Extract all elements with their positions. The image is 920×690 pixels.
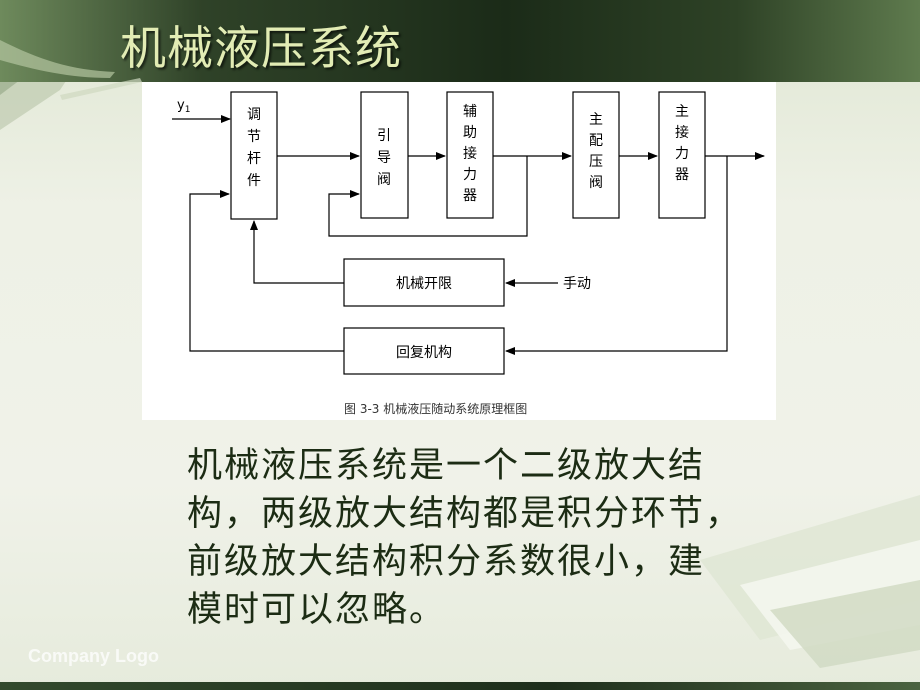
- pen-icon: [0, 40, 142, 100]
- company-logo: Company Logo: [28, 646, 159, 666]
- block-main-servo-label: 主接力器: [675, 104, 689, 183]
- body-line: 前级放大结构积分系数很小，建: [187, 542, 706, 582]
- block-main-valve-label: 主配压阀: [589, 112, 603, 191]
- block-pilot-valve: [360, 91, 409, 219]
- block-diagram: y1 调节杆件 引导阀 辅助接力器 主配压阀 主接力器 机械开限 回复机构: [172, 91, 765, 416]
- block-mech-limit: [343, 258, 505, 307]
- body-line: 机械液压系统是一个二级放大结: [187, 446, 706, 486]
- page-title: 机械液压系统: [120, 21, 402, 75]
- input-label: y1: [177, 98, 190, 115]
- figure-caption: 图 3-3 机械液压随动系统原理框图: [344, 401, 527, 416]
- body-line: 构，两级放大结构都是积分环节，: [187, 494, 743, 534]
- block-aux-servo: [446, 91, 494, 219]
- block-aux-servo-label: 辅助接力器: [463, 104, 477, 204]
- body-paragraph: 机械液压系统是一个二级放大结 构，两级放大结构都是积分环节， 前级放大结构积分系…: [187, 442, 787, 634]
- inner-feedback: [328, 156, 528, 237]
- block-adjust-lever-label: 调节杆件: [247, 107, 261, 189]
- block-pilot-valve-label: 引导阀: [377, 128, 391, 188]
- outer-feedback-out: [189, 190, 344, 352]
- block-main-servo: [658, 91, 706, 219]
- block-restore-label: 回复机构: [396, 344, 452, 361]
- limit-feedback: [250, 220, 344, 284]
- outer-feedback-in: [505, 156, 728, 355]
- block-restore: [343, 327, 505, 375]
- header-band: [0, 0, 920, 82]
- footer-band: [0, 682, 920, 690]
- block-mech-limit-label: 机械开限: [396, 276, 452, 292]
- manual-label: 手动: [563, 276, 591, 292]
- body-line: 模时可以忽略。: [187, 590, 447, 630]
- block-main-valve: [572, 91, 620, 219]
- block-diagram-figure: y1 调节杆件 引导阀 辅助接力器 主配压阀 主接力器 机械开限 回复机构: [142, 82, 776, 420]
